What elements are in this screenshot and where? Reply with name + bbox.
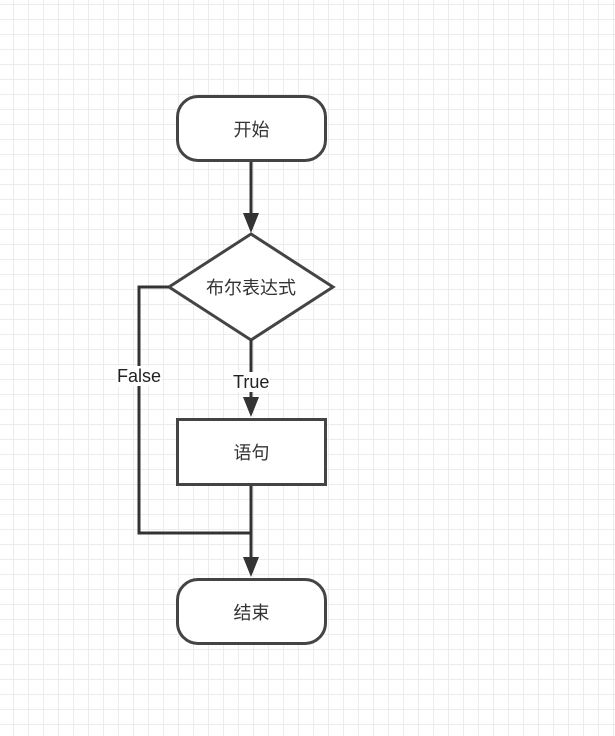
- arrowhead-statement-to-end: [243, 557, 259, 577]
- start-node-label: 开始: [233, 119, 270, 141]
- arrowhead-condition-to-statement: [243, 397, 259, 417]
- false-edge-label: False: [116, 366, 163, 386]
- condition-node-label: 布尔表达式: [206, 278, 296, 299]
- end-node-label: 结束: [233, 602, 270, 624]
- arrowhead-start-to-condition: [243, 213, 259, 233]
- condition-node-label-box: 布尔表达式: [169, 270, 333, 304]
- start-node[interactable]: 开始: [176, 95, 327, 162]
- statement-node[interactable]: 语句: [176, 418, 327, 486]
- connector-false-branch: [137, 285, 251, 535]
- true-edge-label: True: [232, 372, 271, 392]
- end-node[interactable]: 结束: [176, 578, 327, 645]
- statement-node-label: 语句: [233, 443, 270, 464]
